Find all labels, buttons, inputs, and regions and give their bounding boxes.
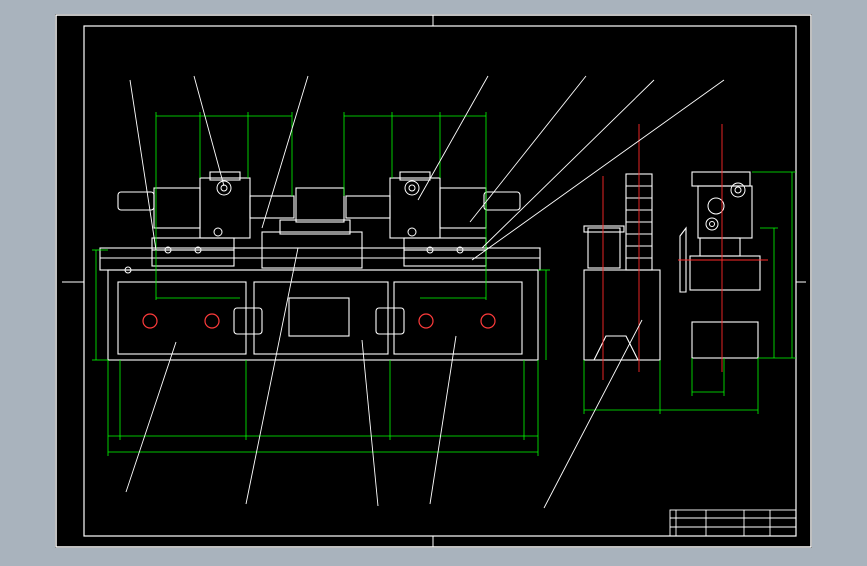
base-window	[288, 297, 350, 337]
front-view-holes	[142, 313, 496, 329]
frame-ticks	[62, 15, 806, 547]
leader-lines	[125, 75, 725, 509]
title-block	[669, 509, 797, 537]
end-view	[679, 171, 761, 359]
centerlines	[602, 124, 768, 380]
sheet-background	[55, 14, 812, 548]
center-clamp	[261, 231, 363, 269]
dimension-lines	[92, 112, 796, 456]
inner-frame	[83, 25, 797, 537]
side-view	[583, 173, 661, 361]
